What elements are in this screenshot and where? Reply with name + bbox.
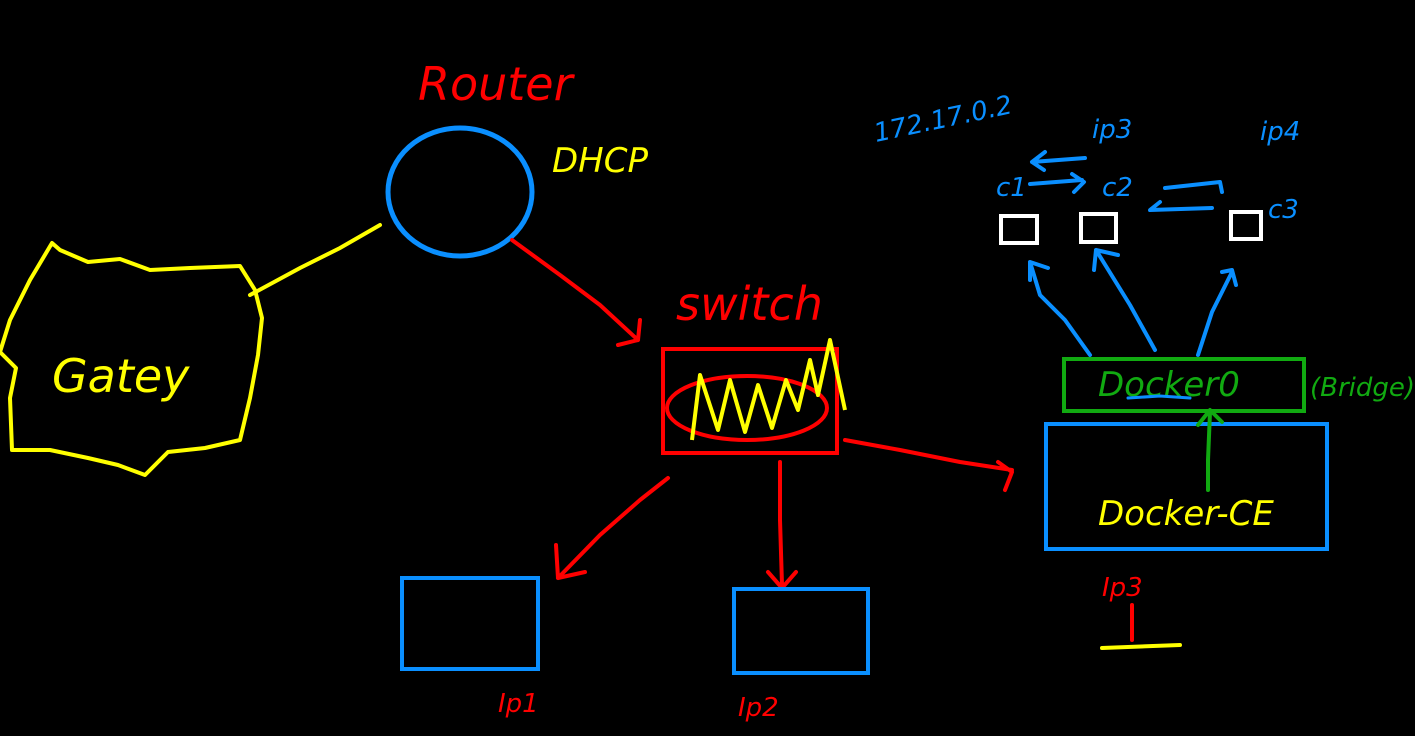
c3-label: c3 (1268, 195, 1299, 225)
docker-ce-docker0-arrow (1196, 408, 1224, 492)
ip3-container-label: ip3 (1092, 115, 1132, 145)
c2-label: c2 (1102, 173, 1133, 203)
container-c2-box (1079, 212, 1118, 244)
switch-inner-ellipse (665, 374, 829, 442)
gateway-cloud (0, 241, 264, 477)
ip2-label: Ip2 (738, 693, 779, 723)
ip1-label: Ip1 (498, 689, 539, 719)
switch-box (661, 347, 839, 455)
switch-docker-arrow (843, 438, 1014, 492)
ip4-container-label: ip4 (1260, 117, 1300, 147)
c1-label: c1 (996, 173, 1027, 203)
ip3-label: Ip3 (1102, 573, 1143, 603)
docker0-c3-arrow (1196, 268, 1238, 357)
router-label: Router (418, 57, 576, 111)
docker0-bridge-box (1062, 357, 1306, 413)
c3-to-c2-arrow (1148, 200, 1214, 212)
switch-ip2-arrow (766, 460, 798, 590)
router-node (385, 125, 535, 259)
switch-ip1-arrow (554, 476, 670, 580)
dhcp-label: DHCP (552, 141, 648, 181)
c1-to-c2-arrow (1028, 172, 1086, 194)
ip1-box (400, 576, 540, 671)
ip3-base (1100, 643, 1182, 650)
container-ip-label: 172.17.0.2 (871, 90, 1015, 149)
container-c3-box (1229, 210, 1263, 241)
gateway-label: Gatey (52, 349, 190, 403)
gateway-router-link (248, 223, 382, 297)
switch-zigzag (690, 338, 847, 441)
docker-ce-label: Docker-CE (1098, 494, 1274, 534)
docker0-underline (1126, 394, 1192, 400)
docker0-label: Docker0 (1098, 365, 1240, 405)
switch-label: switch (676, 277, 823, 331)
docker-ce-box (1044, 422, 1329, 551)
c2-to-c3-arrow (1163, 180, 1224, 194)
docker0-c1-arrow (1028, 260, 1092, 357)
bridge-label: (Bridge) (1310, 373, 1415, 403)
ip2-box (732, 587, 870, 675)
c2-to-c1-arrow (1030, 150, 1087, 172)
docker0-c2-arrow (1092, 248, 1157, 352)
container-c1-box (999, 214, 1039, 245)
router-switch-arrow (510, 238, 642, 347)
